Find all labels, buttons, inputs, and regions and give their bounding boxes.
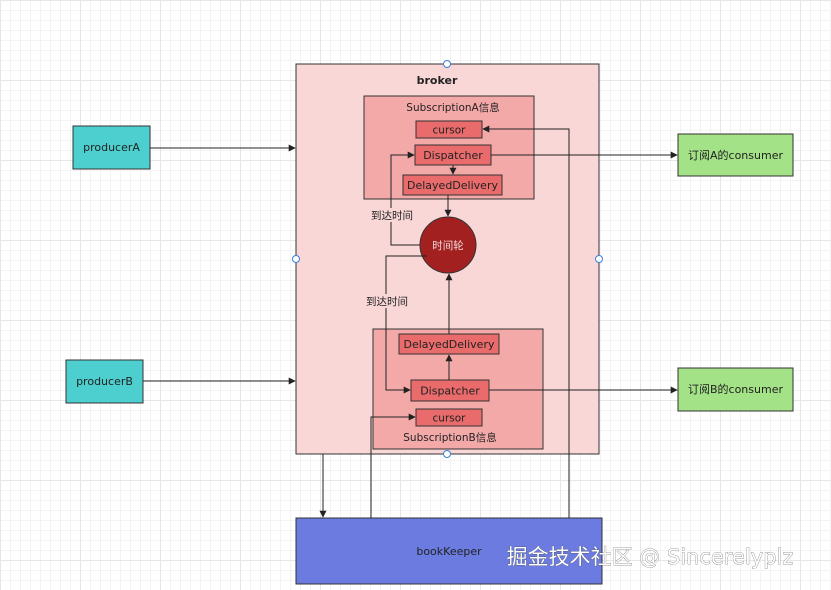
consumer-b-label: 订阅B的consumer — [688, 382, 783, 396]
edge-bookkeeper-to-cursor-a — [482, 125, 570, 518]
producer-a-label: producerA — [83, 141, 140, 154]
consumer-a-label: 订阅A的consumer — [688, 148, 783, 162]
broker-handle-left[interactable] — [292, 255, 300, 263]
edge-bookkeeper-to-cursor-b — [370, 413, 416, 518]
consumer-a-box[interactable] — [677, 133, 794, 177]
producer-b-label: producerB — [76, 375, 133, 388]
broker-handle-right[interactable] — [595, 255, 603, 263]
delayed-delivery-b-label: DelayedDelivery — [404, 338, 495, 351]
edge-time-wheel-to-dispatcher-a — [390, 151, 420, 246]
dispatcher-b-label: Dispatcher — [420, 385, 480, 398]
arrival-time-b-label: 到达时间 — [366, 295, 408, 308]
cursor-b-box[interactable] — [415, 408, 483, 427]
broker-label: broker — [417, 74, 458, 87]
arrival-time-a-label: 到达时间 — [371, 209, 413, 222]
arrival-time-b-label-bg — [364, 294, 410, 308]
dispatcher-a-label: Dispatcher — [423, 149, 483, 162]
time-wheel-label: 时间轮 — [432, 239, 464, 252]
bookkeeper-box[interactable] — [295, 517, 603, 585]
bookkeeper-label: bookKeeper — [416, 545, 482, 558]
subscription-b-label: SubscriptionB信息 — [403, 431, 496, 444]
cursor-a-box[interactable] — [415, 120, 483, 139]
delayed-delivery-a-box[interactable] — [402, 174, 503, 196]
delayed-delivery-a-label: DelayedDelivery — [407, 179, 498, 192]
arrival-time-a-label-bg — [369, 208, 415, 222]
edge-time-wheel-to-dispatcher-b — [385, 255, 427, 394]
broker-handle-top[interactable] — [443, 60, 451, 68]
producer-a-box[interactable] — [72, 125, 151, 170]
consumer-b-box[interactable] — [677, 367, 794, 412]
broker-handle-bottom[interactable] — [443, 450, 451, 458]
producer-b-box[interactable] — [65, 359, 144, 404]
watermark-text: 掘金技术社区 @ Sincerelyplz — [507, 545, 794, 569]
cursor-b-label: cursor — [433, 413, 467, 425]
subscription-a-label: SubscriptionA信息 — [406, 101, 499, 114]
cursor-a-label: cursor — [433, 125, 467, 137]
